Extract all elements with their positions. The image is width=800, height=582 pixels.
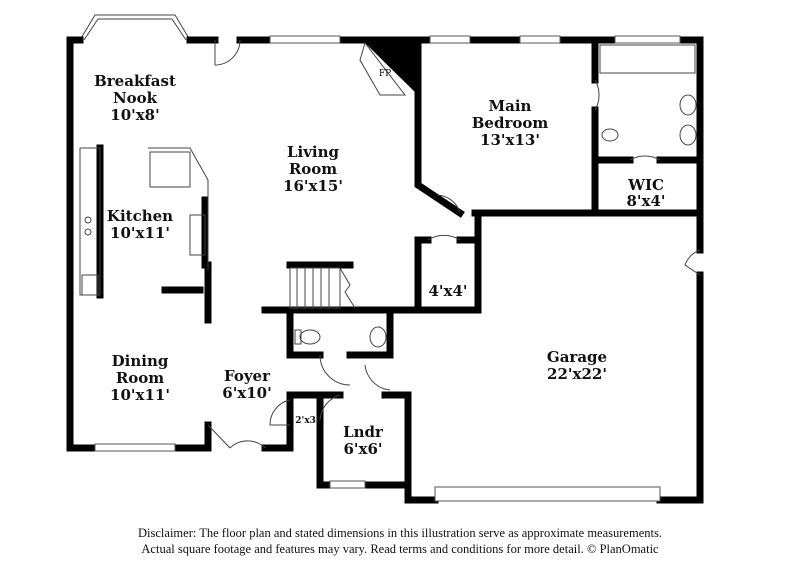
stairs — [289, 267, 356, 309]
windows — [94, 35, 681, 502]
foyer-label: Foyer — [224, 367, 271, 385]
foyer-size: 6'x10' — [222, 384, 271, 402]
kitchen-size: 10'x11' — [110, 224, 170, 242]
wic-label: WIC — [627, 176, 664, 194]
living-room-size: 16'x15' — [283, 177, 343, 195]
kitchen-label: Kitchen — [107, 207, 173, 225]
closet-4x4-size: 4'x4' — [428, 282, 467, 300]
fixtures — [79, 44, 697, 348]
doors[interactable] — [207, 39, 701, 449]
breakfast-nook-size: 10'x8' — [110, 106, 159, 124]
disclaimer: Disclaimer: The floor plan and stated di… — [0, 525, 800, 557]
living-room-label-2: Room — [289, 160, 337, 178]
fireplace — [365, 43, 418, 95]
main-bedroom-label-2: Bedroom — [472, 114, 549, 132]
walls — [66, 36, 704, 504]
disclaimer-line-1: Disclaimer: The floor plan and stated di… — [138, 526, 662, 540]
dining-room-label: Dining — [112, 352, 169, 370]
living-room-label: Living — [287, 143, 340, 161]
fp-label: FP — [379, 69, 391, 79]
breakfast-nook-label-2: Nook — [113, 89, 158, 107]
laundry-label: Lndr — [343, 423, 384, 441]
dining-room-size: 10'x11' — [110, 386, 170, 404]
disclaimer-line-2: Actual square footage and features may v… — [141, 542, 659, 556]
closet-2x3-size: 2'x3' — [295, 416, 318, 426]
refrigerator — [189, 214, 206, 256]
garage-label: Garage — [547, 348, 607, 366]
bay-window — [79, 14, 191, 41]
garage-door — [434, 486, 661, 502]
laundry-size: 6'x6' — [343, 440, 382, 458]
dining-room-label-2: Room — [116, 369, 164, 387]
garage-size: 22'x22' — [547, 365, 607, 383]
main-bedroom-label: Main — [489, 97, 532, 115]
main-bedroom-size: 13'x13' — [480, 131, 540, 149]
breakfast-nook-label: Breakfast — [94, 72, 176, 90]
wic-size: 8'x4' — [626, 192, 665, 210]
fireplace-hearth — [359, 41, 407, 96]
